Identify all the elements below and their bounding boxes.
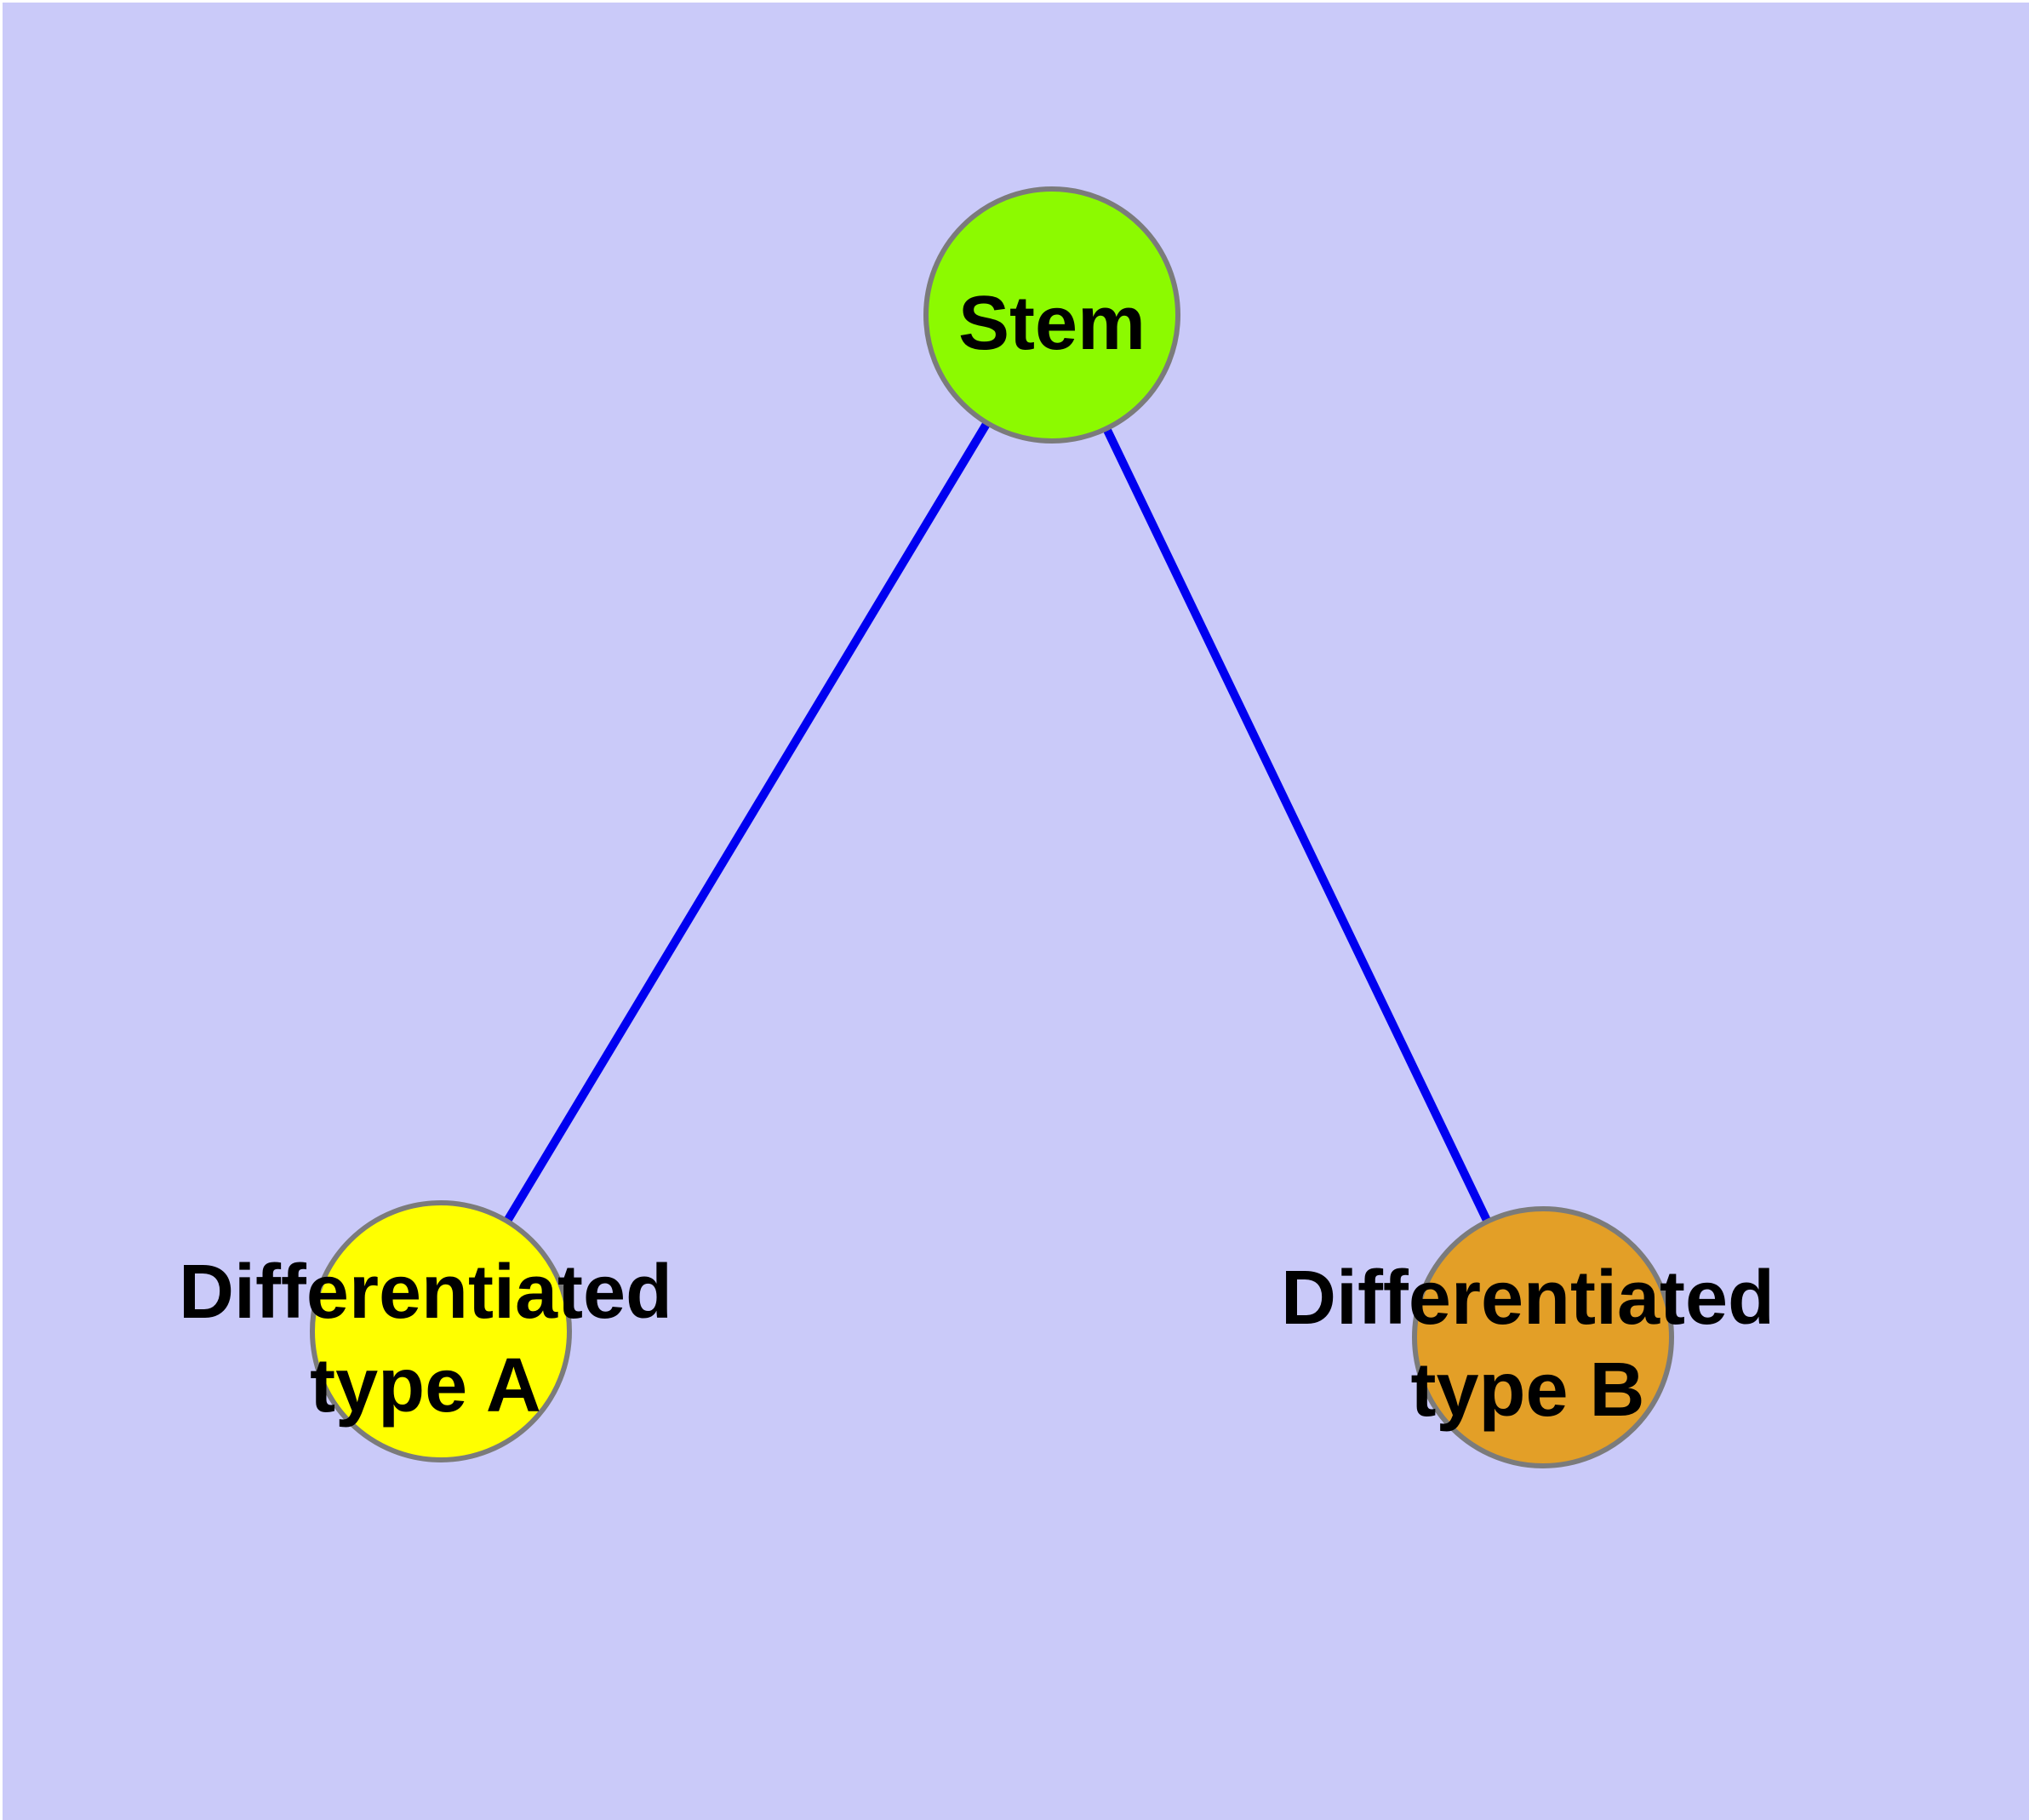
node-stem: Stem — [923, 186, 1180, 444]
node-stem-circle — [923, 186, 1180, 444]
node-differentiated-type-b: Differentiated type B — [1281, 1206, 1775, 1468]
node-type-b-label-line2: type B — [1410, 1348, 1644, 1433]
node-differentiated-type-a: Differentiated type A — [179, 1200, 672, 1462]
node-type-a-label-line2: type A — [310, 1343, 541, 1428]
edge-stem-to-type-a — [437, 312, 1056, 1334]
node-stem-label: Stem — [958, 281, 1146, 366]
node-type-b-label-line1: Differentiated — [1281, 1256, 1775, 1341]
node-type-a-label-line1: Differentiated — [179, 1250, 672, 1335]
node-type-a-circle — [310, 1200, 572, 1462]
node-type-b-circle — [1412, 1206, 1674, 1468]
edge-stem-to-type-b — [1048, 312, 1547, 1340]
